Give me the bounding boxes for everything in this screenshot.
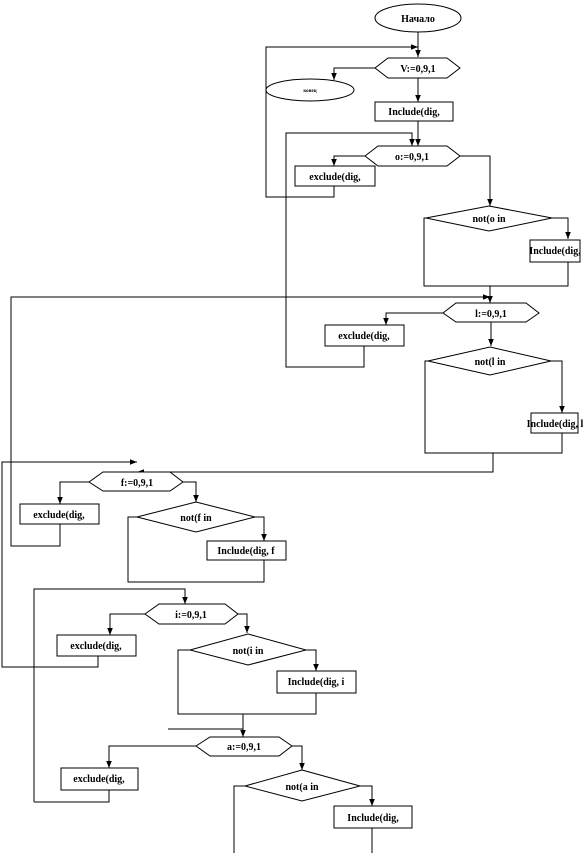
process-exclude-o: exclude(dig, bbox=[324, 324, 405, 347]
process-exclude-f: exclude(dig, bbox=[56, 634, 137, 657]
process-include-v-label: Include(dig, bbox=[388, 107, 440, 118]
decision-l: not(l in bbox=[427, 346, 552, 376]
decision-f-label: not(f in bbox=[180, 513, 212, 524]
process-include-f-label: Include(dig, f bbox=[217, 546, 275, 557]
loop-a: a:=0,9,1 bbox=[195, 736, 293, 757]
process-exclude-f-label: exclude(dig, bbox=[70, 641, 122, 652]
end-label: конец bbox=[303, 89, 316, 94]
loop-o: o:=0,9,1 bbox=[364, 145, 461, 167]
process-exclude-l: exclude(dig, bbox=[19, 503, 100, 525]
process-exclude-v-label: exclude(dig, bbox=[309, 172, 361, 183]
loop-l: l:=0,9,1 bbox=[442, 302, 540, 323]
process-include-i-label: Include(dig, i bbox=[288, 677, 345, 688]
decision-o: not(o in bbox=[425, 205, 553, 232]
process-include-a-label: Include(dig, bbox=[347, 813, 399, 824]
process-include-o: Include(dig, bbox=[529, 239, 581, 263]
decision-l-label: not(l in bbox=[475, 357, 506, 368]
decision-i: not(i in bbox=[188, 633, 308, 666]
process-include-a: Include(dig, bbox=[333, 805, 413, 829]
process-exclude-i: exclude(dig, bbox=[60, 767, 139, 791]
process-include-l: Include(dig, l bbox=[527, 412, 584, 434]
start-label: Начало bbox=[401, 14, 435, 25]
process-exclude-v: exclude(dig, bbox=[294, 165, 376, 187]
loop-f-label: f:=0,9,1 bbox=[121, 478, 153, 489]
decision-f: not(f in bbox=[136, 501, 256, 533]
process-exclude-l-label: exclude(dig, bbox=[33, 510, 85, 521]
process-include-o-label: Include(dig, bbox=[529, 246, 581, 257]
process-exclude-i-label: exclude(dig, bbox=[73, 774, 125, 785]
decision-i-label: not(i in bbox=[233, 646, 264, 657]
process-include-i: Include(dig, i bbox=[276, 670, 357, 694]
loop-v: V:=0,9,1 bbox=[374, 57, 461, 79]
loop-l-label: l:=0,9,1 bbox=[475, 309, 507, 320]
process-include-f: Include(dig, f bbox=[206, 540, 287, 561]
loop-i-label: i:=0,9,1 bbox=[175, 610, 207, 621]
loop-i: i:=0,9,1 bbox=[144, 603, 239, 625]
loop-v-label: V:=0,9,1 bbox=[400, 64, 435, 75]
decision-o-label: not(o in bbox=[472, 214, 506, 225]
process-exclude-o-label: exclude(dig, bbox=[338, 331, 390, 342]
decision-a-label: not(a in bbox=[285, 782, 319, 793]
decision-a: not(a in bbox=[243, 769, 362, 802]
process-include-l-label: Include(dig, l bbox=[527, 419, 584, 430]
start-terminator: Начало bbox=[374, 3, 462, 33]
loop-o-label: o:=0,9,1 bbox=[395, 152, 429, 163]
loop-f: f:=0,9,1 bbox=[88, 471, 184, 492]
process-include-v: Include(dig, bbox=[374, 101, 454, 122]
connector-lines bbox=[1, 32, 571, 853]
loop-a-label: a:=0,9,1 bbox=[227, 742, 261, 753]
end-terminator: конец bbox=[265, 78, 355, 102]
